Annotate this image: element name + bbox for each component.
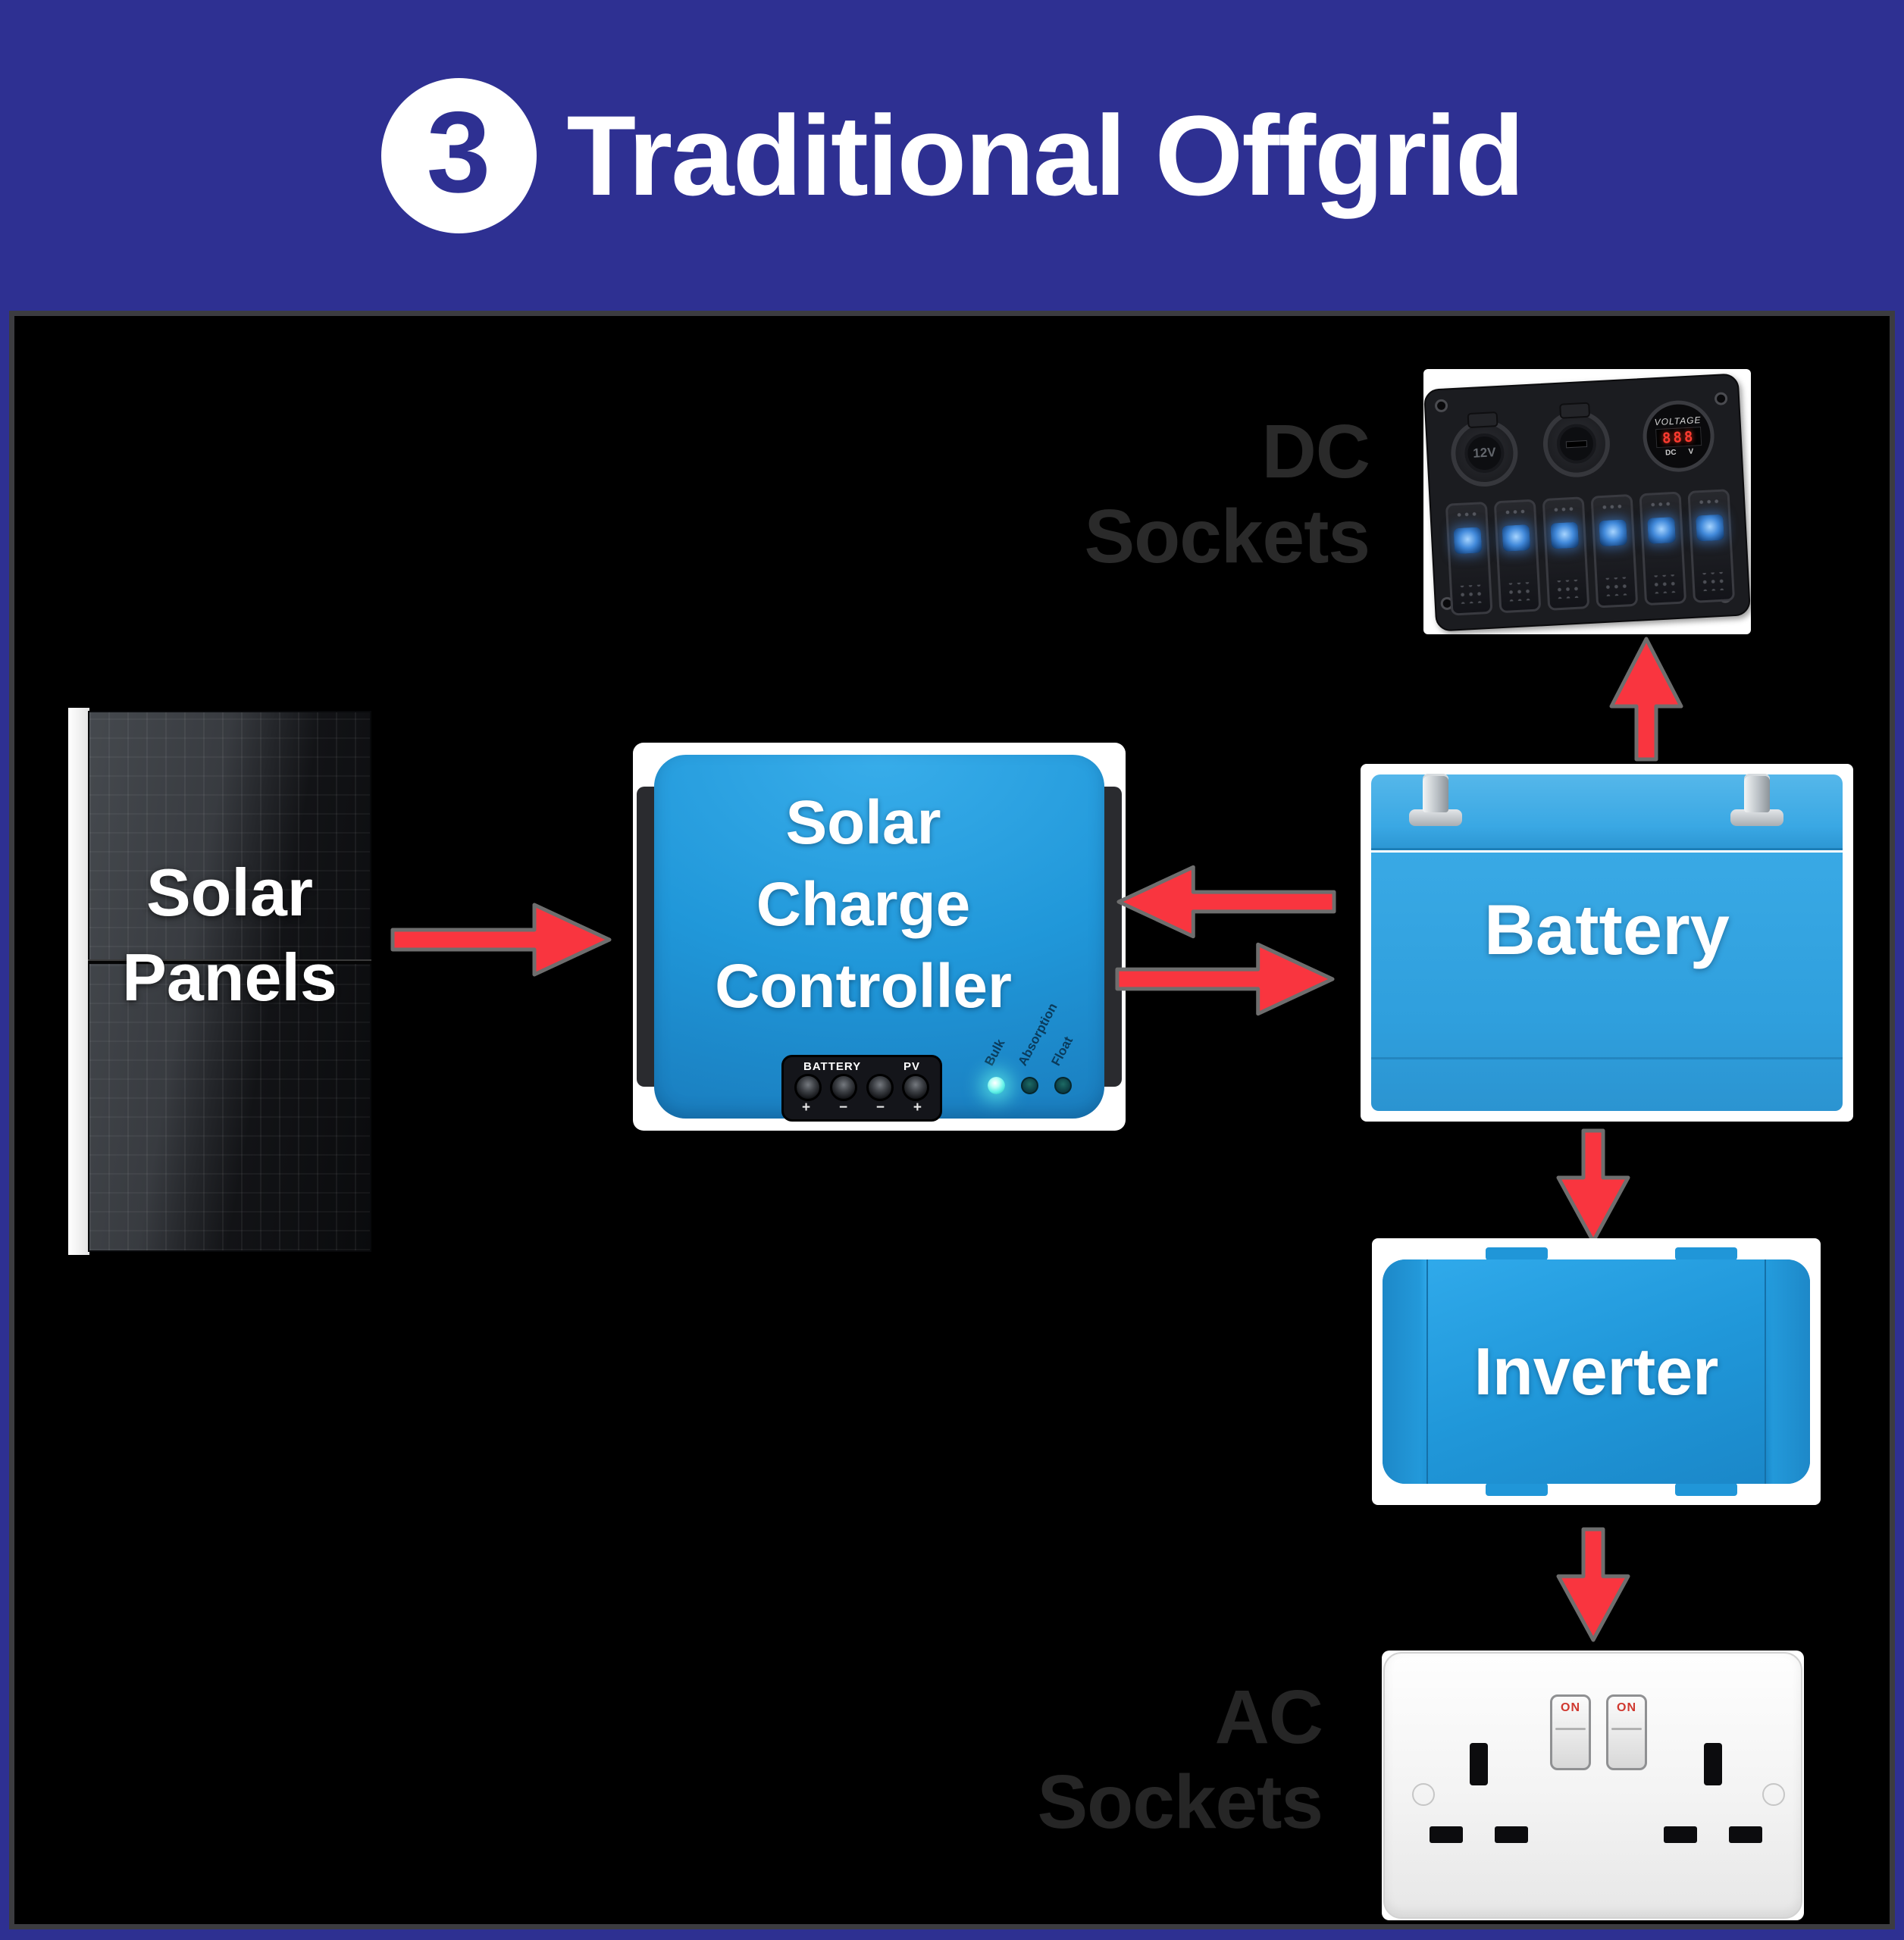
- charge-controller-label: Solar Charge Controller: [654, 782, 1073, 1028]
- rocker-switch-icon: [1638, 491, 1686, 606]
- solar-panel-face: [88, 711, 371, 1252]
- ac-sockets-image: ON ON: [1382, 1651, 1804, 1920]
- header-banner: 3 Traditional Offgrid: [0, 0, 1904, 311]
- terminal-sign: −: [875, 1100, 885, 1116]
- arrow-right-icon: [1113, 937, 1339, 1022]
- neutral-pin-slot: [1729, 1826, 1762, 1843]
- switch-led-icon: [1696, 514, 1724, 542]
- dc-sockets-label: DC Sockets: [1084, 409, 1370, 579]
- live-pin-slot: [1430, 1826, 1463, 1843]
- battery-terminal-icon: [1408, 776, 1464, 826]
- voltmeter-title: VOLTAGE: [1654, 414, 1702, 428]
- screw-hole-icon: [1714, 392, 1728, 406]
- solar-panels-label-line2: Panels: [122, 940, 337, 1015]
- float-led-icon: [1054, 1077, 1072, 1094]
- switch-led-icon: [1550, 521, 1580, 549]
- 12v-socket-icon: 12V: [1449, 418, 1520, 489]
- step-number: 3: [426, 87, 491, 217]
- battery-terminal-icon: [1729, 776, 1785, 826]
- rocker-switch-icon: [1445, 501, 1493, 616]
- terminal-sign: +: [913, 1100, 922, 1116]
- battery-image: Battery: [1361, 764, 1853, 1122]
- controller-terminal-block: BATTERY PV + − − +: [781, 1055, 942, 1122]
- screw-cap-icon: [1412, 1783, 1435, 1806]
- charge-controller-label-line3: Controller: [715, 952, 1012, 1021]
- ac-sockets-label: AC Sockets: [1037, 1675, 1323, 1845]
- terminal-screw-icon: [830, 1074, 858, 1101]
- step-number-badge: 3: [380, 77, 537, 233]
- controller-led-cluster: Bulk Absorption Float: [982, 1000, 1098, 1099]
- screw-cap-icon: [1762, 1783, 1785, 1806]
- switch-led-icon: [1453, 527, 1483, 555]
- bulk-led-label: Bulk: [982, 1037, 1008, 1069]
- ac-sockets-label-line1: AC: [1214, 1675, 1323, 1760]
- voltmeter-icon: VOLTAGE 888 DC V: [1641, 399, 1716, 474]
- ac-switch-on-label: ON: [1617, 1701, 1636, 1714]
- rocker-switch-icon: [1686, 489, 1735, 603]
- charge-controller-label-line1: Solar: [785, 788, 941, 857]
- inverter-mount-tab: [1486, 1483, 1548, 1496]
- 12v-socket-label: 12V: [1472, 445, 1496, 461]
- earth-pin-slot: [1470, 1743, 1488, 1785]
- arrow-left-icon: [1113, 859, 1339, 944]
- battery-body: [1371, 853, 1843, 1111]
- bulk-led-icon: [988, 1077, 1005, 1094]
- terminal-screw-icon: [794, 1074, 822, 1101]
- page-title: Traditional Offgrid: [566, 91, 1525, 219]
- solar-panel-divider: [88, 959, 371, 964]
- ac-switch-icon: ON: [1606, 1694, 1647, 1770]
- solar-panel-frame-edge: [68, 708, 89, 1255]
- charge-controller-image: Solar Charge Controller BATTERY PV + − −…: [633, 743, 1126, 1131]
- terminal-screw-icon: [866, 1074, 894, 1101]
- dc-sockets-label-line1: DC: [1261, 409, 1370, 494]
- live-pin-slot: [1664, 1826, 1697, 1843]
- dc-panel-face: 12V VOLTAGE 888 DC V: [1423, 373, 1752, 632]
- switch-led-icon: [1599, 519, 1628, 547]
- dc-sockets-image: 12V VOLTAGE 888 DC V: [1423, 369, 1752, 634]
- arrow-up-icon: [1604, 634, 1689, 764]
- ac-switch-icon: ON: [1550, 1694, 1591, 1770]
- rocker-switch-icon: [1493, 499, 1541, 614]
- absorption-led-icon: [1021, 1077, 1038, 1094]
- screw-hole-icon: [1434, 399, 1448, 413]
- float-led-label: Float: [1048, 1034, 1076, 1069]
- rocker-switch-icon: [1590, 493, 1638, 609]
- neutral-pin-slot: [1495, 1826, 1528, 1843]
- ac-switch-on-label: ON: [1561, 1701, 1580, 1714]
- dc-sockets-label-line2: Sockets: [1084, 494, 1370, 579]
- pv-terminal-label: PV: [903, 1060, 920, 1073]
- rocker-switch-icon: [1542, 496, 1589, 611]
- usb-slot: [1565, 440, 1588, 448]
- voltmeter-reading: 888: [1661, 427, 1696, 447]
- inverter-mount-tab: [1675, 1483, 1737, 1496]
- arrow-down-icon: [1551, 1126, 1636, 1246]
- usb-socket-icon: [1541, 408, 1612, 479]
- inverter-mount-tab: [1486, 1247, 1548, 1260]
- terminal-sign: −: [838, 1100, 848, 1116]
- voltmeter-dc-label: DC: [1664, 448, 1677, 458]
- battery-terminal-label: BATTERY: [803, 1060, 862, 1073]
- inverter-case: [1383, 1259, 1810, 1484]
- solar-panels-label-line1: Solar: [146, 855, 314, 930]
- inverter-image: Inverter: [1372, 1238, 1821, 1505]
- ac-socket-plate: ON ON: [1383, 1652, 1802, 1919]
- solar-panel-image: Solar Panels: [68, 705, 371, 1258]
- earth-pin-slot: [1704, 1743, 1722, 1785]
- inverter-mount-tab: [1675, 1247, 1737, 1260]
- arrow-down-icon: [1551, 1525, 1636, 1644]
- solar-panels-label: Solar Panels: [88, 850, 371, 1020]
- rocker-switch-row: [1440, 489, 1740, 616]
- ac-sockets-label-line2: Sockets: [1037, 1760, 1323, 1845]
- arrow-right-icon: [388, 897, 615, 982]
- charge-controller-label-line2: Charge: [756, 870, 971, 939]
- battery-seam: [1371, 1057, 1843, 1059]
- inverter-label: Inverter: [1473, 1334, 1719, 1409]
- switch-led-icon: [1647, 516, 1676, 544]
- voltmeter-v-label: V: [1688, 447, 1694, 456]
- battery-label: Battery: [1484, 890, 1730, 969]
- switch-led-icon: [1502, 524, 1531, 552]
- terminal-screw-icon: [901, 1074, 929, 1101]
- terminal-sign: +: [802, 1100, 811, 1116]
